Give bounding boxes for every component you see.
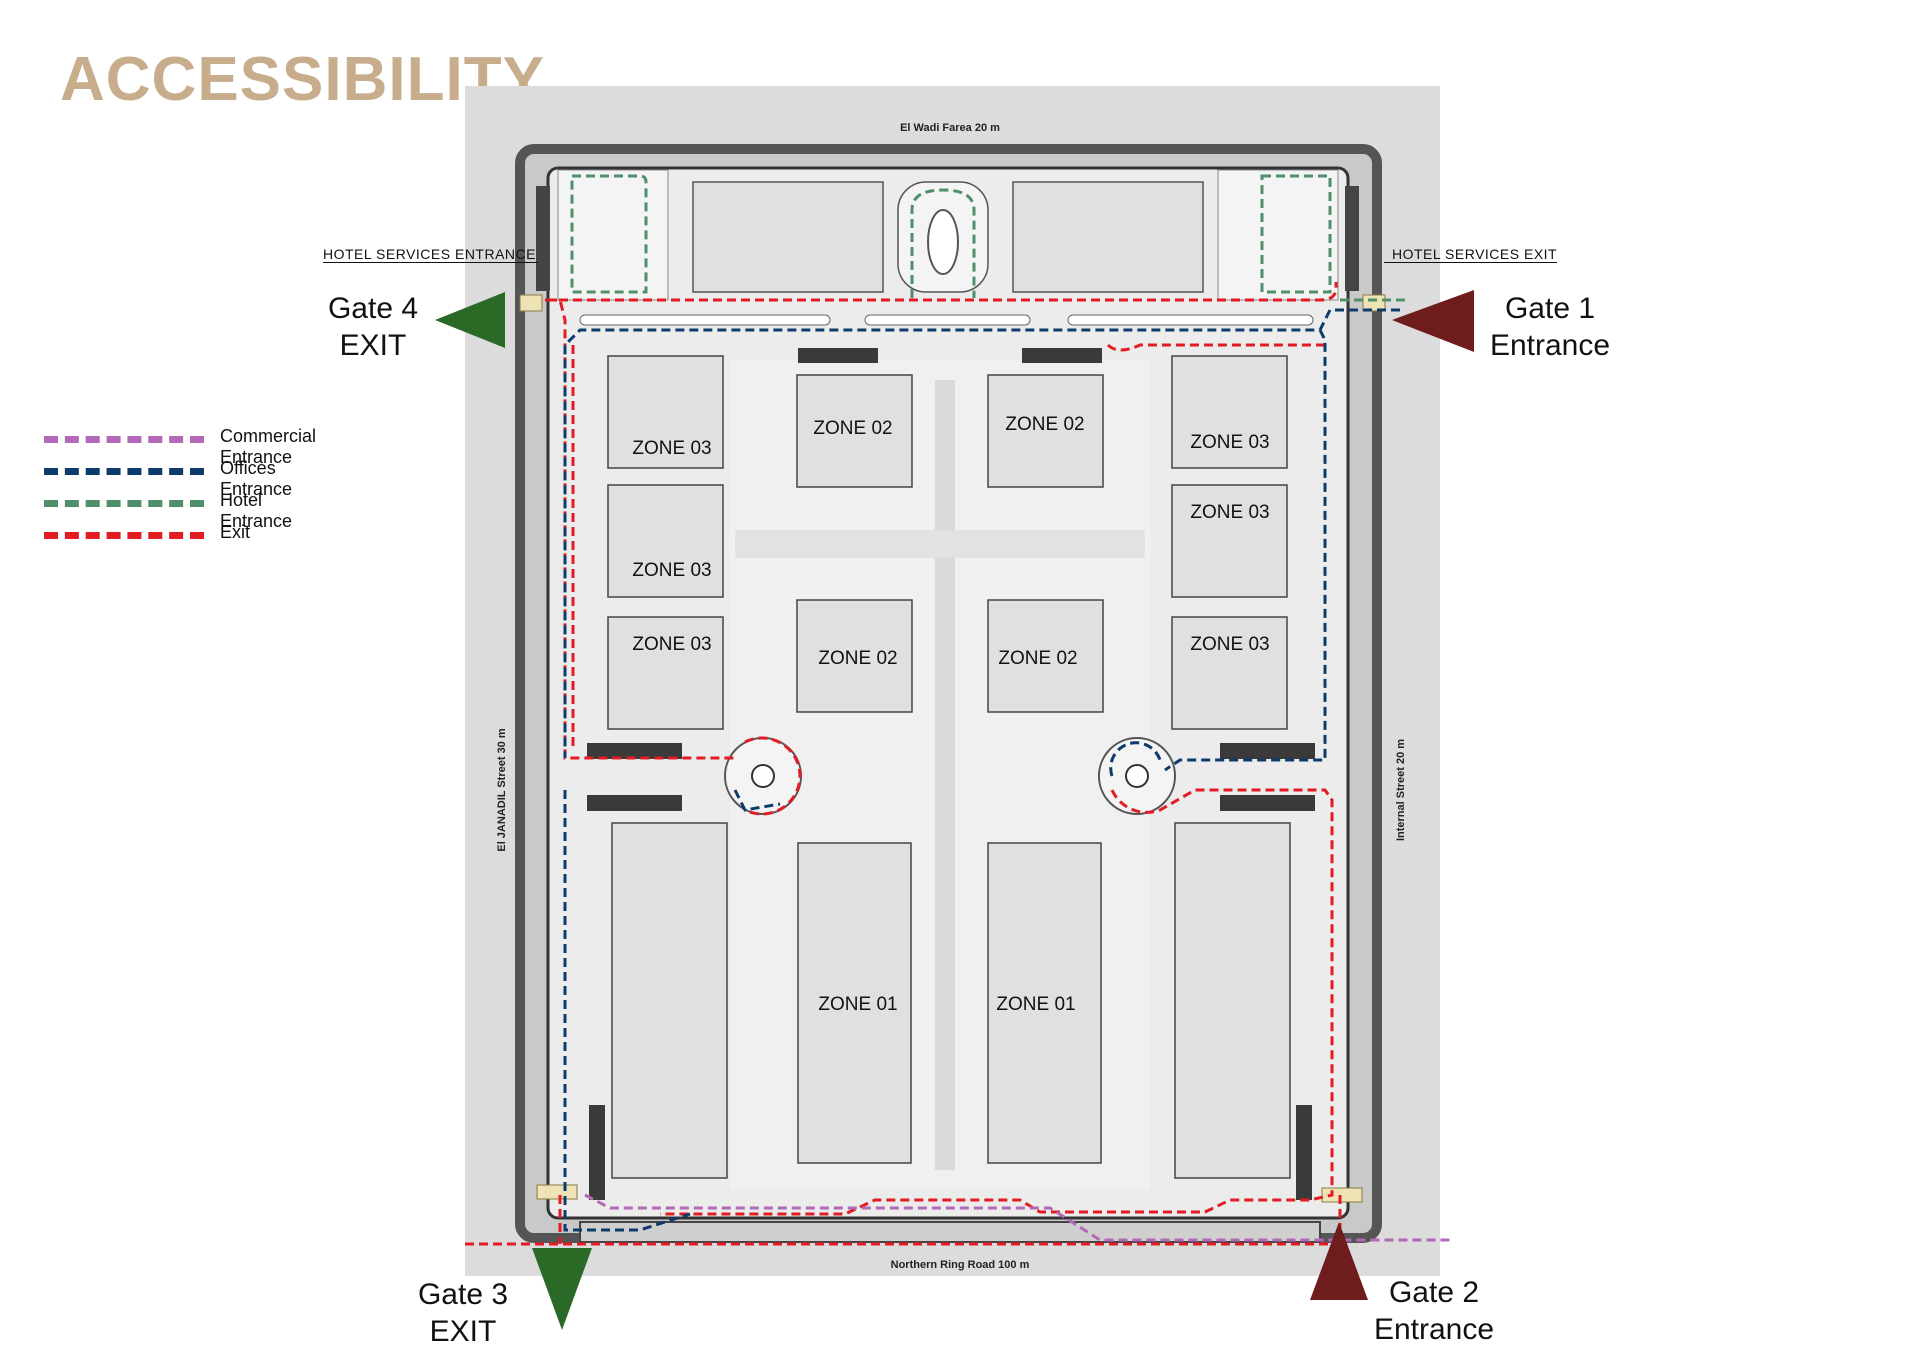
gate-2-arrow [1310, 1222, 1368, 1300]
roundabout-top-island [927, 209, 959, 275]
zone03-block-5 [1171, 484, 1288, 598]
zone-label: ZONE 02 [813, 418, 892, 439]
dark-strip-8 [1296, 1105, 1312, 1200]
legend-label-exit: Exit [220, 522, 251, 542]
path-exit-east [1106, 343, 1325, 352]
zone-label: ZONE 02 [818, 648, 897, 669]
gate-4-subtitle: EXIT [339, 329, 407, 362]
zone-label: ZONE 03 [1190, 634, 1269, 655]
dark-strip-ne [1345, 186, 1359, 291]
zone-label: ZONE 03 [632, 634, 711, 655]
dark-strip-nw [536, 186, 550, 291]
dark-strip-1 [798, 348, 878, 363]
cross-walkway [735, 530, 1145, 558]
zone01-block-east [987, 842, 1102, 1164]
zone-label: ZONE 03 [1190, 432, 1269, 453]
gate-4-arrow [435, 292, 505, 348]
side-block-west [611, 822, 728, 1179]
roundabout-east-island [1125, 764, 1149, 788]
path-office-south-west [563, 790, 691, 1232]
gate-2-subtitle: Entrance [1373, 1313, 1495, 1346]
gate-2-label: Gate 2 Entrance [1364, 1274, 1504, 1348]
path-hotel-east-lot [1260, 174, 1332, 294]
gate-3-arrow [532, 1248, 592, 1330]
zone-label: ZONE 03 [1190, 502, 1269, 523]
zone03-block-3 [607, 616, 724, 730]
dark-strip-4 [1220, 743, 1315, 759]
path-exit-roundabout-west [744, 736, 802, 816]
street-north-label: El Wadi Farea 20 m [900, 122, 1000, 134]
gate-1-label: Gate 1 Entrance [1480, 290, 1620, 364]
central-walkway [935, 380, 955, 1170]
legend-label-offices: Offices Entrance [220, 458, 293, 499]
lane-2 [864, 314, 1031, 326]
dark-strip-5 [587, 795, 682, 811]
gate-3-subtitle: EXIT [429, 1315, 497, 1348]
path-exit-roundabout-east [660, 788, 1334, 1216]
dark-strip-6 [1220, 795, 1315, 811]
lane-1 [579, 314, 831, 326]
lane-3 [1067, 314, 1314, 326]
bottom-road [579, 1221, 1321, 1243]
gate-box-sw [536, 1184, 578, 1200]
gate-1-title: Gate 1 [1504, 292, 1596, 325]
dark-strip-2 [1022, 348, 1102, 363]
gate-4-label: Gate 4 EXIT [318, 290, 428, 364]
gate-box-nw [519, 294, 543, 312]
path-office-north [563, 308, 1400, 758]
zone03-block-1 [607, 355, 724, 469]
hotel-services-entrance-label: HOTEL SERVICES ENTRANCE [323, 246, 538, 263]
zone-label: ZONE 01 [996, 994, 1075, 1015]
zone01-block-west [797, 842, 912, 1164]
street-south-label: Northern Ring Road 100 m [891, 1259, 1030, 1271]
gate-3-title: Gate 3 [417, 1278, 509, 1311]
zone-label: ZONE 02 [998, 648, 1077, 669]
gate-1-subtitle: Entrance [1489, 329, 1611, 362]
parking-lot-west [557, 169, 669, 301]
street-east-label: Internal Street 20 m [1395, 739, 1407, 841]
side-block-east [1174, 822, 1291, 1179]
legend-swatch-offices [44, 468, 204, 475]
zone-label: ZONE 03 [632, 560, 711, 581]
path-commercial [584, 1193, 1450, 1242]
zone03-block-2 [607, 484, 724, 598]
zone-label: ZONE 02 [1005, 414, 1084, 435]
zone03-block-6 [1171, 616, 1288, 730]
street-west-label: El JANADIL Street 30 m [496, 728, 508, 852]
zone02-block-1 [796, 374, 913, 488]
hotel-block-east [1012, 181, 1204, 293]
parking-lot-east [1217, 169, 1339, 301]
path-office-east [1164, 329, 1327, 772]
zone03-block-4 [1171, 355, 1288, 469]
gate-1-arrow [1392, 290, 1474, 352]
hotel-services-exit-label: HOTEL SERVICES EXIT [1384, 246, 1558, 263]
zone02-block-2 [987, 374, 1104, 488]
page-title: ACCESSIBILITY [60, 45, 545, 114]
path-office-roundabout-west [733, 789, 781, 812]
zone02-block-4 [987, 599, 1104, 713]
gate-3-label: Gate 3 EXIT [408, 1276, 518, 1350]
zone-label: ZONE 03 [632, 438, 711, 459]
gate-4-title: Gate 4 [327, 292, 419, 325]
legend-swatch-hotel [44, 500, 204, 507]
path-exit-loop-west [548, 298, 735, 760]
hotel-block-west [692, 181, 884, 293]
legend-swatch-commercial [44, 436, 204, 443]
path-hotel-west-lot [570, 174, 648, 294]
gate-2-title: Gate 2 [1388, 1276, 1480, 1309]
legend-swatch-exit [44, 532, 204, 539]
path-exit-top [545, 282, 1338, 302]
zone-label: ZONE 01 [818, 994, 897, 1015]
legend-label-commercial: Commercial Entrance [220, 426, 317, 467]
dark-strip-3 [587, 743, 682, 759]
zone02-block-3 [796, 599, 913, 713]
path-hotel-roundabout [910, 188, 976, 298]
legend-label-hotel: Hotel Entrance [220, 490, 293, 531]
dark-strip-7 [589, 1105, 605, 1200]
roundabout-west-island [751, 764, 775, 788]
